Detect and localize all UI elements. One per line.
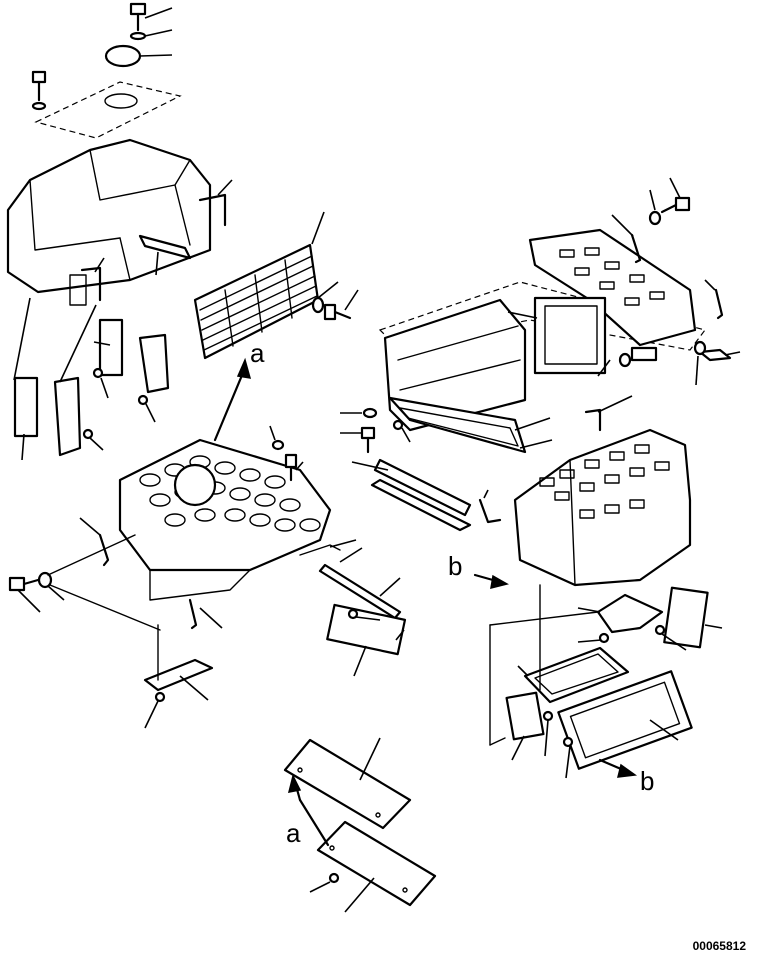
label-b-right: b [640, 766, 654, 796]
bottom-plates: a [283, 737, 437, 913]
top-bolt-group [104, 2, 173, 68]
front-hood-frame [378, 177, 741, 432]
center-hood-cover [8, 425, 407, 729]
arrow-b-right: b [598, 758, 654, 796]
label-a-bottom: a [286, 818, 301, 848]
figure-number: 00065812 [693, 939, 747, 953]
top-cover-plate [31, 70, 182, 139]
label-a-top: a [250, 338, 265, 368]
arrow-a-top: a [213, 338, 265, 442]
rear-bracket-parts [13, 234, 192, 461]
arrow-b-left: b [448, 551, 509, 590]
label-b-left: b [448, 551, 462, 581]
middle-plates [340, 396, 553, 532]
lower-right-parts [489, 584, 723, 779]
rear-hood-frame [6, 138, 233, 306]
right-hood-shell [478, 395, 692, 587]
radiator-grille [193, 211, 359, 360]
